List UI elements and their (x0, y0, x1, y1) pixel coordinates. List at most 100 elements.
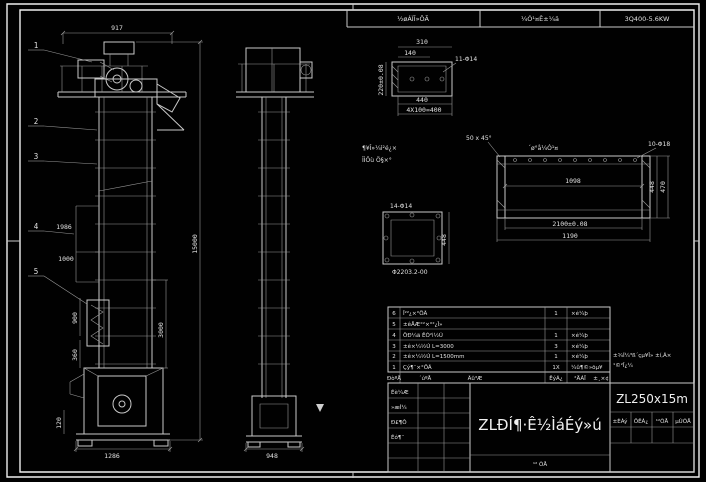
title-block: Éè¼Æ »æÍ¼ Ð£¶Ô Éó¶¨ ZLÐÍ¶·Ê½ÌáÉý»ú ¹² ÕÅ… (388, 383, 694, 472)
motor-front (78, 60, 104, 78)
dim-total-height: 15000 (191, 234, 199, 254)
part-row-name: Çý¶¯×°ÖÃ (403, 364, 432, 371)
part-row-name: ±êÅÆ°²×°²¿Î» (403, 321, 443, 328)
dim-body-h2: 470 (659, 181, 667, 193)
caption-line-2: ÎÌÖù Ö§×° (362, 157, 392, 164)
part-row-note: ×é¼þ (571, 353, 588, 360)
balloon-5: 5 (34, 267, 39, 276)
bucket-section (87, 300, 109, 346)
label-channel-holes: 11-Φ14 (455, 56, 477, 63)
drawing-title: ZLÐÍ¶·Ê½ÌáÉý»ú (478, 415, 601, 434)
caption-line-1: ¶¥Î»¼ì²é¿× (362, 145, 397, 152)
flange-detail: 14-Φ14 448 Φ2203.2-00 (383, 203, 449, 276)
part-row-no: 3 (392, 344, 396, 350)
col-header: ±¸×¢ (593, 376, 608, 382)
mini-label-scale: ±ÈÀý (613, 417, 628, 425)
dim-top-width: 917 (111, 24, 123, 32)
dim-boot-b: 360 (71, 349, 79, 361)
part-row-qty: 1 (554, 333, 558, 339)
balloon-2: 2 (34, 117, 39, 126)
header-band: ½øÁÏÎ»ÖÃ ¼Ó¹¤Ê±¼ä 3Q400-5.6KW (347, 10, 694, 27)
dim-mid-a: 1986 (56, 223, 72, 231)
part-row-no: 4 (392, 333, 396, 339)
mini-label-mass: ÖÊÁ¿ (634, 417, 649, 425)
dim-channel-height: 220±0.08 (377, 64, 385, 95)
dim-lower: 3000 (157, 322, 165, 338)
part-row-name: ±ê×¼½Ú L=1500mm (403, 353, 464, 360)
detail-captions: ¶¥Î»¼ì²é¿× ÎÌÖù Ö§×° 50 x 45° ´ø°å¼Ó¹¤ (362, 135, 558, 164)
part-row-no: 5 (392, 322, 396, 328)
part-row-no: 2 (392, 354, 396, 360)
boot-section (70, 368, 170, 446)
sheet-note: ¹² ÕÅ (533, 461, 547, 468)
part-row-qty: 1X (552, 365, 559, 371)
dim-body-length: 2100±0.08 (552, 220, 587, 228)
col-header: ÐòºÅ (387, 375, 401, 382)
drawing-number: ZL250x15m (616, 392, 688, 406)
front-view: 917 15000 1986 1000 3000 900 360 120 (28, 24, 203, 460)
table-side-note-2: ¹©²Î¿¼ (613, 362, 633, 369)
machining-note: ´ø°å¼Ó¹¤ (528, 145, 558, 152)
part-row-no: 1 (392, 365, 396, 371)
balloon-4: 4 (34, 222, 39, 231)
part-row-note: ¼û¶©»õµ¥ (571, 364, 603, 371)
dim-body-h1: 448 (648, 181, 656, 193)
dim-flange-side: 448 (440, 234, 448, 246)
chamfer-note: 50 x 45° (466, 135, 492, 142)
part-row-qty: 3 (554, 344, 558, 350)
dim-side-base-width: 948 (266, 452, 278, 460)
boot-pulley (113, 395, 131, 413)
dim-channel-inner: 140 (404, 49, 416, 57)
label-body-holes: 10-Φ18 (648, 141, 670, 148)
balloon-1: 1 (34, 41, 39, 50)
header-cell-time: ¼Ó¹¤Ê±¼ä (521, 14, 559, 23)
header-cell-spec: 3Q400-5.6KW (625, 15, 670, 23)
parts-table: 6 Î²²¿×°ÖÃ 1 ×é¼þ 5 ±êÅÆ°²×°²¿Î» 4 ÖÐ¼ä … (387, 307, 694, 383)
part-row-qty: 1 (554, 311, 558, 317)
part-row-name: ÖÐ¼ä ÊÓ²ì½Ú (403, 331, 443, 339)
dim-flange-bore: Φ2203.2-00 (392, 269, 428, 276)
head-casing-side (246, 48, 300, 92)
dim-channel-bottom: 440 (416, 96, 428, 104)
dim-mid-b: 1000 (58, 255, 74, 263)
channel-detail: 310 140 11-Φ14 220±0.08 440 4X100=400 (377, 38, 477, 116)
part-row-no: 6 (392, 311, 396, 317)
dim-body-outer: 1190 (562, 232, 578, 240)
section-cut-mark (316, 404, 324, 412)
dim-channel-pitch: 4X100=400 (406, 106, 441, 114)
col-header: ´úºÅ (419, 375, 432, 382)
dim-channel-width: 310 (416, 38, 428, 46)
part-row-note: ×é¼þ (571, 343, 588, 350)
dim-body-inner: 1098 (565, 177, 581, 185)
balloon-3: 3 (34, 152, 39, 161)
body-detail: 10-Φ18 1098 2100±0.08 1190 448 470 (497, 141, 670, 242)
front-view-dimensions: 917 15000 1986 1000 3000 900 360 120 (55, 24, 203, 460)
part-row-name: Î²²¿×°ÖÃ (403, 310, 428, 317)
motor-side (300, 62, 312, 78)
item-balloons: 1 2 3 4 5 (28, 41, 97, 304)
part-row-note: ×é¼þ (571, 332, 588, 339)
part-row-qty: 1 (554, 354, 558, 360)
dim-boot-a: 900 (71, 312, 79, 324)
col-header: Ãû³Æ (468, 375, 483, 382)
col-header: ²ÄÁÏ (574, 375, 586, 382)
mini-label-sheets: ¹²ÕÅ (656, 418, 669, 425)
boot-side (252, 396, 296, 436)
label-flange-holes: 14-Φ14 (390, 203, 412, 210)
drawing-frame (7, 4, 699, 478)
part-row-note: ×é¼þ (571, 310, 588, 317)
side-view: 948 (236, 48, 314, 460)
dim-base-width: 1286 (104, 452, 120, 460)
sig-label-check: Ð£¶Ô (391, 419, 407, 426)
part-row-name: ±ê×¼½Ú L=3000 (403, 343, 454, 350)
mini-label-sheetno: µÚÕÅ (675, 418, 691, 425)
discharge-spout (157, 84, 180, 112)
sig-label-draw: »æÍ¼ (391, 404, 407, 411)
dim-foot: 120 (55, 417, 63, 429)
sig-label-design: Éè¼Æ (391, 388, 409, 396)
table-side-note-1: ±¾Í¼³ß´çµ¥Î» ±í,Ã× (613, 352, 671, 359)
sig-label-approve: Éó¶¨ (391, 433, 404, 441)
header-cell-position: ½øÁÏÎ»ÖÃ (397, 14, 429, 23)
